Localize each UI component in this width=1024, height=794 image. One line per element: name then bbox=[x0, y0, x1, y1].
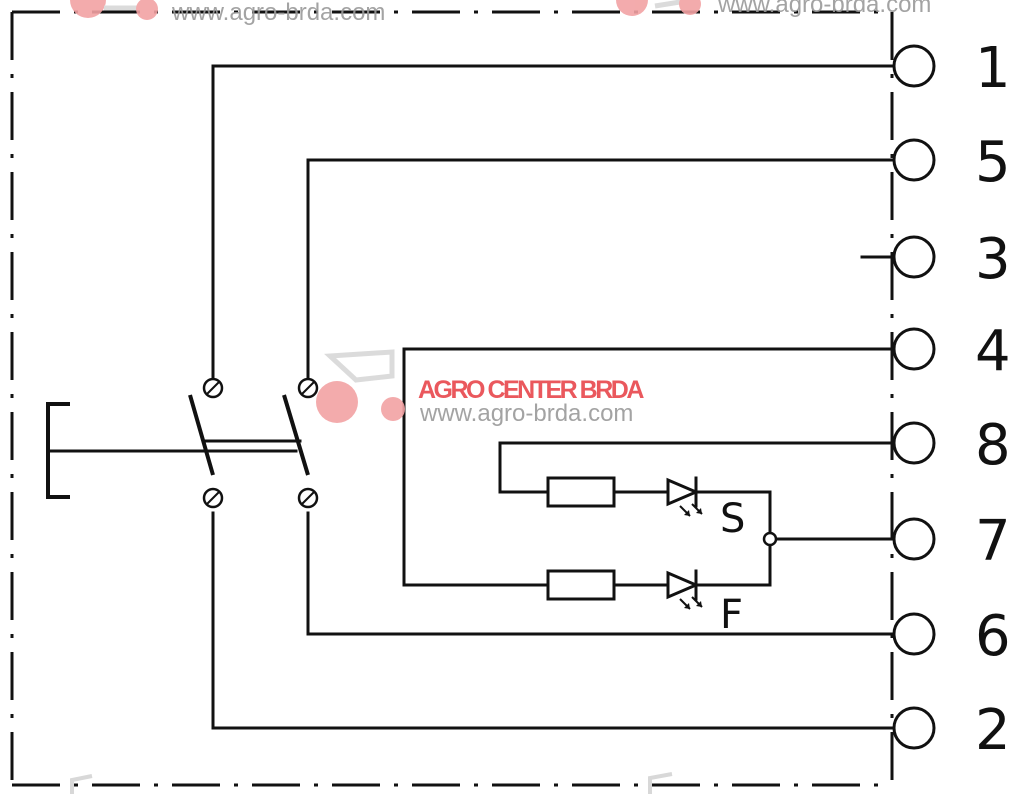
tractor-logo-icon bbox=[70, 0, 158, 20]
terminal-6 bbox=[892, 612, 936, 656]
terminal-label: 7 bbox=[975, 509, 1011, 574]
resistors bbox=[546, 476, 616, 601]
watermark-top-right: www.agro-brda.com bbox=[616, 0, 931, 18]
actuator-bracket bbox=[46, 402, 302, 499]
terminal-7 bbox=[892, 517, 936, 561]
terminal-label: 2 bbox=[975, 698, 1011, 763]
terminal-label: 6 bbox=[975, 604, 1011, 669]
housing-outline bbox=[10, 10, 894, 787]
pin-top-right bbox=[297, 377, 319, 399]
tractor-logo-icon bbox=[616, 0, 701, 16]
terminal-label: 8 bbox=[975, 413, 1011, 478]
switch-contacts bbox=[188, 394, 310, 476]
tractor-logo-icon bbox=[316, 349, 405, 423]
watermark-url: www.agro-brda.com bbox=[419, 400, 633, 427]
led-upper bbox=[666, 476, 703, 517]
watermark-center: AGRO CENTER BRDA www.agro-brda.com bbox=[316, 349, 647, 427]
terminal-label: 1 bbox=[975, 36, 1011, 101]
terminal-3 bbox=[892, 235, 936, 279]
terminal-5 bbox=[892, 138, 936, 182]
pin-bottom-left bbox=[202, 487, 224, 509]
terminal-2 bbox=[892, 706, 936, 750]
terminal-label: 4 bbox=[975, 319, 1011, 384]
pin-top-left bbox=[202, 377, 224, 399]
terminal-label: 5 bbox=[975, 130, 1011, 195]
pin-bottom-right bbox=[297, 487, 319, 509]
watermark-url: www.agro-brda.com bbox=[171, 0, 385, 26]
terminal-label: 3 bbox=[975, 227, 1011, 292]
watermark-url: www.agro-brda.com bbox=[717, 0, 931, 18]
watermark-brand: AGRO CENTER BRDA bbox=[418, 376, 644, 404]
led-lower bbox=[666, 569, 703, 610]
lamp-label-s: S bbox=[720, 496, 745, 542]
terminal-labels: 1 5 3 4 8 7 6 2 bbox=[975, 36, 1011, 763]
resistor-upper bbox=[546, 476, 616, 508]
lamp-label-f: F bbox=[720, 592, 743, 638]
terminal-4 bbox=[892, 327, 936, 371]
watermark-bottom-fragments bbox=[70, 772, 673, 794]
resistor-lower bbox=[546, 569, 616, 601]
terminal-8 bbox=[892, 421, 936, 465]
terminal-circles bbox=[892, 44, 936, 750]
terminal-1 bbox=[892, 44, 936, 88]
junction-dot bbox=[762, 531, 778, 547]
watermark-top-left: www.agro-brda.com bbox=[70, 0, 385, 26]
